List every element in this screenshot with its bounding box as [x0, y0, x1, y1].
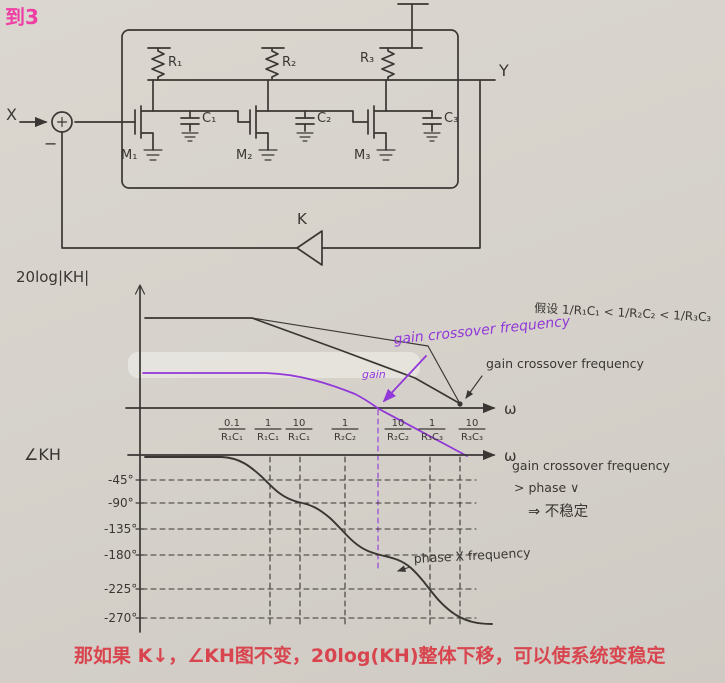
- freq-label-2-den: R₁C₁: [288, 432, 310, 443]
- freq-label-6: 10 R₃C₃: [458, 418, 486, 443]
- ground-m2: [258, 149, 278, 161]
- gain-curve-purple: [142, 372, 468, 457]
- freq-label-4-num: 10: [392, 418, 405, 429]
- corner-note: 到3: [5, 5, 39, 29]
- output-label: Y: [498, 61, 509, 80]
- transistor-m2: [249, 79, 269, 151]
- input-label: X: [6, 105, 17, 124]
- capacitor-c2-label: C₂: [317, 111, 331, 126]
- supply-lead: [397, 3, 429, 49]
- capacitor-c3-label: C₃: [444, 111, 458, 126]
- phase-axis-label: ∠KH: [24, 445, 61, 464]
- black-annotation-arrow: [465, 375, 483, 399]
- transistor-m1: [134, 79, 154, 151]
- capacitor-c2: [295, 110, 315, 132]
- feedback-wire-right: [321, 79, 481, 249]
- freq-label-3: 1 R₂C₂: [331, 418, 359, 443]
- wire-stage1-stage2: [152, 110, 251, 123]
- freq-label-3-num: 1: [342, 418, 348, 429]
- freq-label-5-den: R₃C₃: [421, 432, 443, 443]
- ground-c2: [296, 132, 314, 142]
- phase-tick--45: -45°: [108, 473, 134, 487]
- freq-label-5: 1 R₃C₃: [418, 418, 446, 443]
- resistor-r2: [265, 47, 279, 81]
- freq-label-6-num: 10: [466, 418, 479, 429]
- ground-c1: [181, 132, 199, 142]
- resistor-r2-label: R₂: [282, 55, 296, 70]
- freq-label-5-num: 1: [429, 418, 435, 429]
- amplifier-box: [121, 29, 459, 189]
- phase-omega-label: ω: [504, 447, 517, 465]
- bode-magnitude-plot: 20log|KH| ω gain gain crossover frequenc…: [16, 268, 712, 633]
- freq-label-6-den: R₃C₃: [461, 432, 483, 443]
- freq-label-1-num: 1: [265, 418, 271, 429]
- freq-label-0-num: 0.1: [224, 418, 240, 429]
- freq-label-3-den: R₂C₂: [334, 432, 356, 443]
- minus-sign: −: [44, 134, 57, 153]
- freq-label-4-den: R₂C₂: [387, 432, 409, 443]
- black-crossover-annotation: gain crossover frequency: [486, 356, 645, 371]
- freq-label-2: 10 R₁C₁: [285, 418, 313, 443]
- transistor-m3: [367, 79, 387, 151]
- capacitor-c3: [422, 110, 442, 132]
- freq-label-1: 1 R₁C₁: [254, 418, 282, 443]
- freq-label-2-num: 10: [293, 418, 306, 429]
- phase-note-line2: > phase ∨: [514, 480, 579, 495]
- transistor-m3-label: M₃: [354, 148, 370, 163]
- freq-label-1-den: R₁C₁: [257, 432, 279, 443]
- phase-tick--270: -270°: [104, 611, 137, 625]
- freq-label-0: 0.1 R₁C₁: [218, 418, 246, 443]
- freq-label-0-den: R₁C₁: [221, 432, 243, 443]
- plus-icon: [56, 116, 68, 128]
- phase-grid-vertical: [269, 456, 461, 629]
- phase-note-line1: gain crossover frequency: [512, 458, 671, 473]
- phase-tick--180: -180°: [104, 548, 137, 562]
- transistor-m1-label: M₁: [121, 148, 137, 163]
- resistor-r3-label: R₃: [360, 51, 374, 66]
- transistor-m2-label: M₂: [236, 148, 252, 163]
- circuit-diagram: R₁ R₂ R₃ Y X − M₁ C₁ M₂ C₂ M₃: [6, 3, 509, 266]
- capacitor-c1: [180, 110, 200, 132]
- magnitude-axis-label: 20log|KH|: [16, 268, 89, 286]
- resistor-r1: [151, 47, 165, 81]
- resistor-r3: [381, 47, 395, 81]
- wire-stage2-stage3: [267, 110, 369, 123]
- frequency-tick-labels: 0.1 R₁C₁ 1 R₁C₁ 10 R₁C₁ 1 R₂C₂ 10 R₂C₂ 1…: [218, 418, 486, 443]
- magnitude-omega-label: ω: [504, 400, 517, 418]
- purple-gain-small-label: gain: [362, 368, 386, 381]
- phase-x-arrow: [396, 565, 411, 572]
- phase-grid-horizontal: [141, 479, 477, 619]
- vertical-axis-arrowhead: [134, 284, 146, 295]
- phase-note-line3: ⇒ 不稳定: [528, 503, 588, 520]
- purple-crossover-annotation: gain crossover frequency: [393, 313, 572, 348]
- phase-curve: [144, 456, 493, 625]
- phase-axis-ticks: [135, 479, 145, 619]
- resistor-r1-label: R₁: [168, 55, 182, 70]
- feedback-wire-left: [61, 131, 298, 249]
- purple-annotation-arrow: [382, 355, 427, 403]
- bottom-conclusion-note: 那如果 K↓，∠KH图不变，20log(KH)整体下移，可以使系统变稳定: [74, 644, 666, 667]
- ground-m3: [376, 149, 396, 161]
- gain-crossover-dot: [457, 401, 463, 407]
- ground-c3: [423, 132, 441, 142]
- gain-asymptote: [251, 317, 460, 403]
- phase-tick--90: -90°: [108, 496, 134, 510]
- gain-curve-black: [144, 317, 460, 404]
- feedback-gain-block: [296, 230, 323, 266]
- capacitor-c1-label: C₁: [202, 111, 216, 126]
- phase-tick--135: -135°: [104, 522, 137, 536]
- phase-x-annotation: phase X frequency: [413, 545, 531, 566]
- phase-tick--225: -225°: [104, 582, 137, 596]
- bode-phase-plot: ∠KH ω -45° -90° -135° -180° -225° -270° …: [24, 445, 671, 629]
- freq-label-4: 10 R₂C₂: [384, 418, 412, 443]
- whiteout-streak: [128, 352, 420, 378]
- feedback-gain-label: K: [297, 210, 308, 228]
- ground-m1: [143, 149, 163, 161]
